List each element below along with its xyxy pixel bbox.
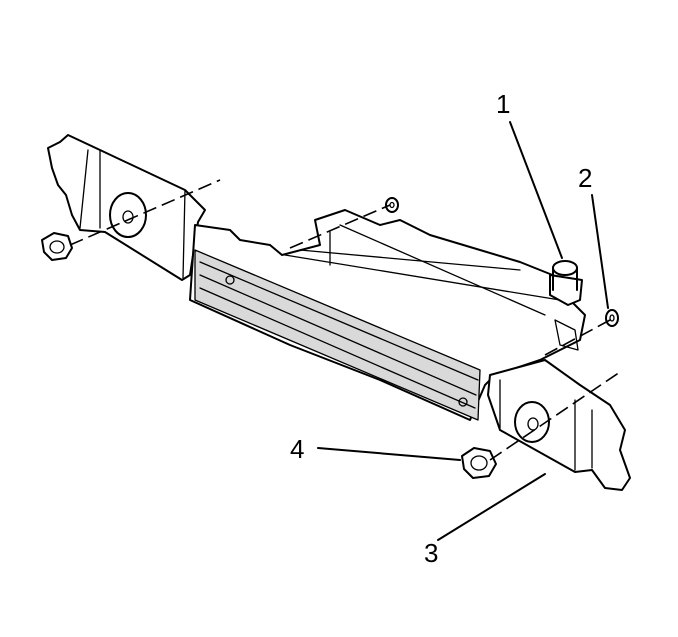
right-mounting-bracket xyxy=(487,359,631,491)
small-nut-right xyxy=(605,309,619,327)
callout-2: 2 xyxy=(578,163,592,193)
alignment-lines xyxy=(69,179,621,461)
left-mounting-bracket xyxy=(47,134,206,281)
cross-member xyxy=(189,209,586,421)
leader-lines xyxy=(317,121,609,541)
small-nut-rear xyxy=(385,197,399,213)
hex-nut-left xyxy=(41,232,73,261)
callout-1: 1 xyxy=(496,89,510,119)
hex-nut-callout-4 xyxy=(461,447,497,479)
callout-3: 3 xyxy=(424,538,438,568)
callout-4: 4 xyxy=(290,434,304,464)
sensor-component xyxy=(549,260,583,351)
